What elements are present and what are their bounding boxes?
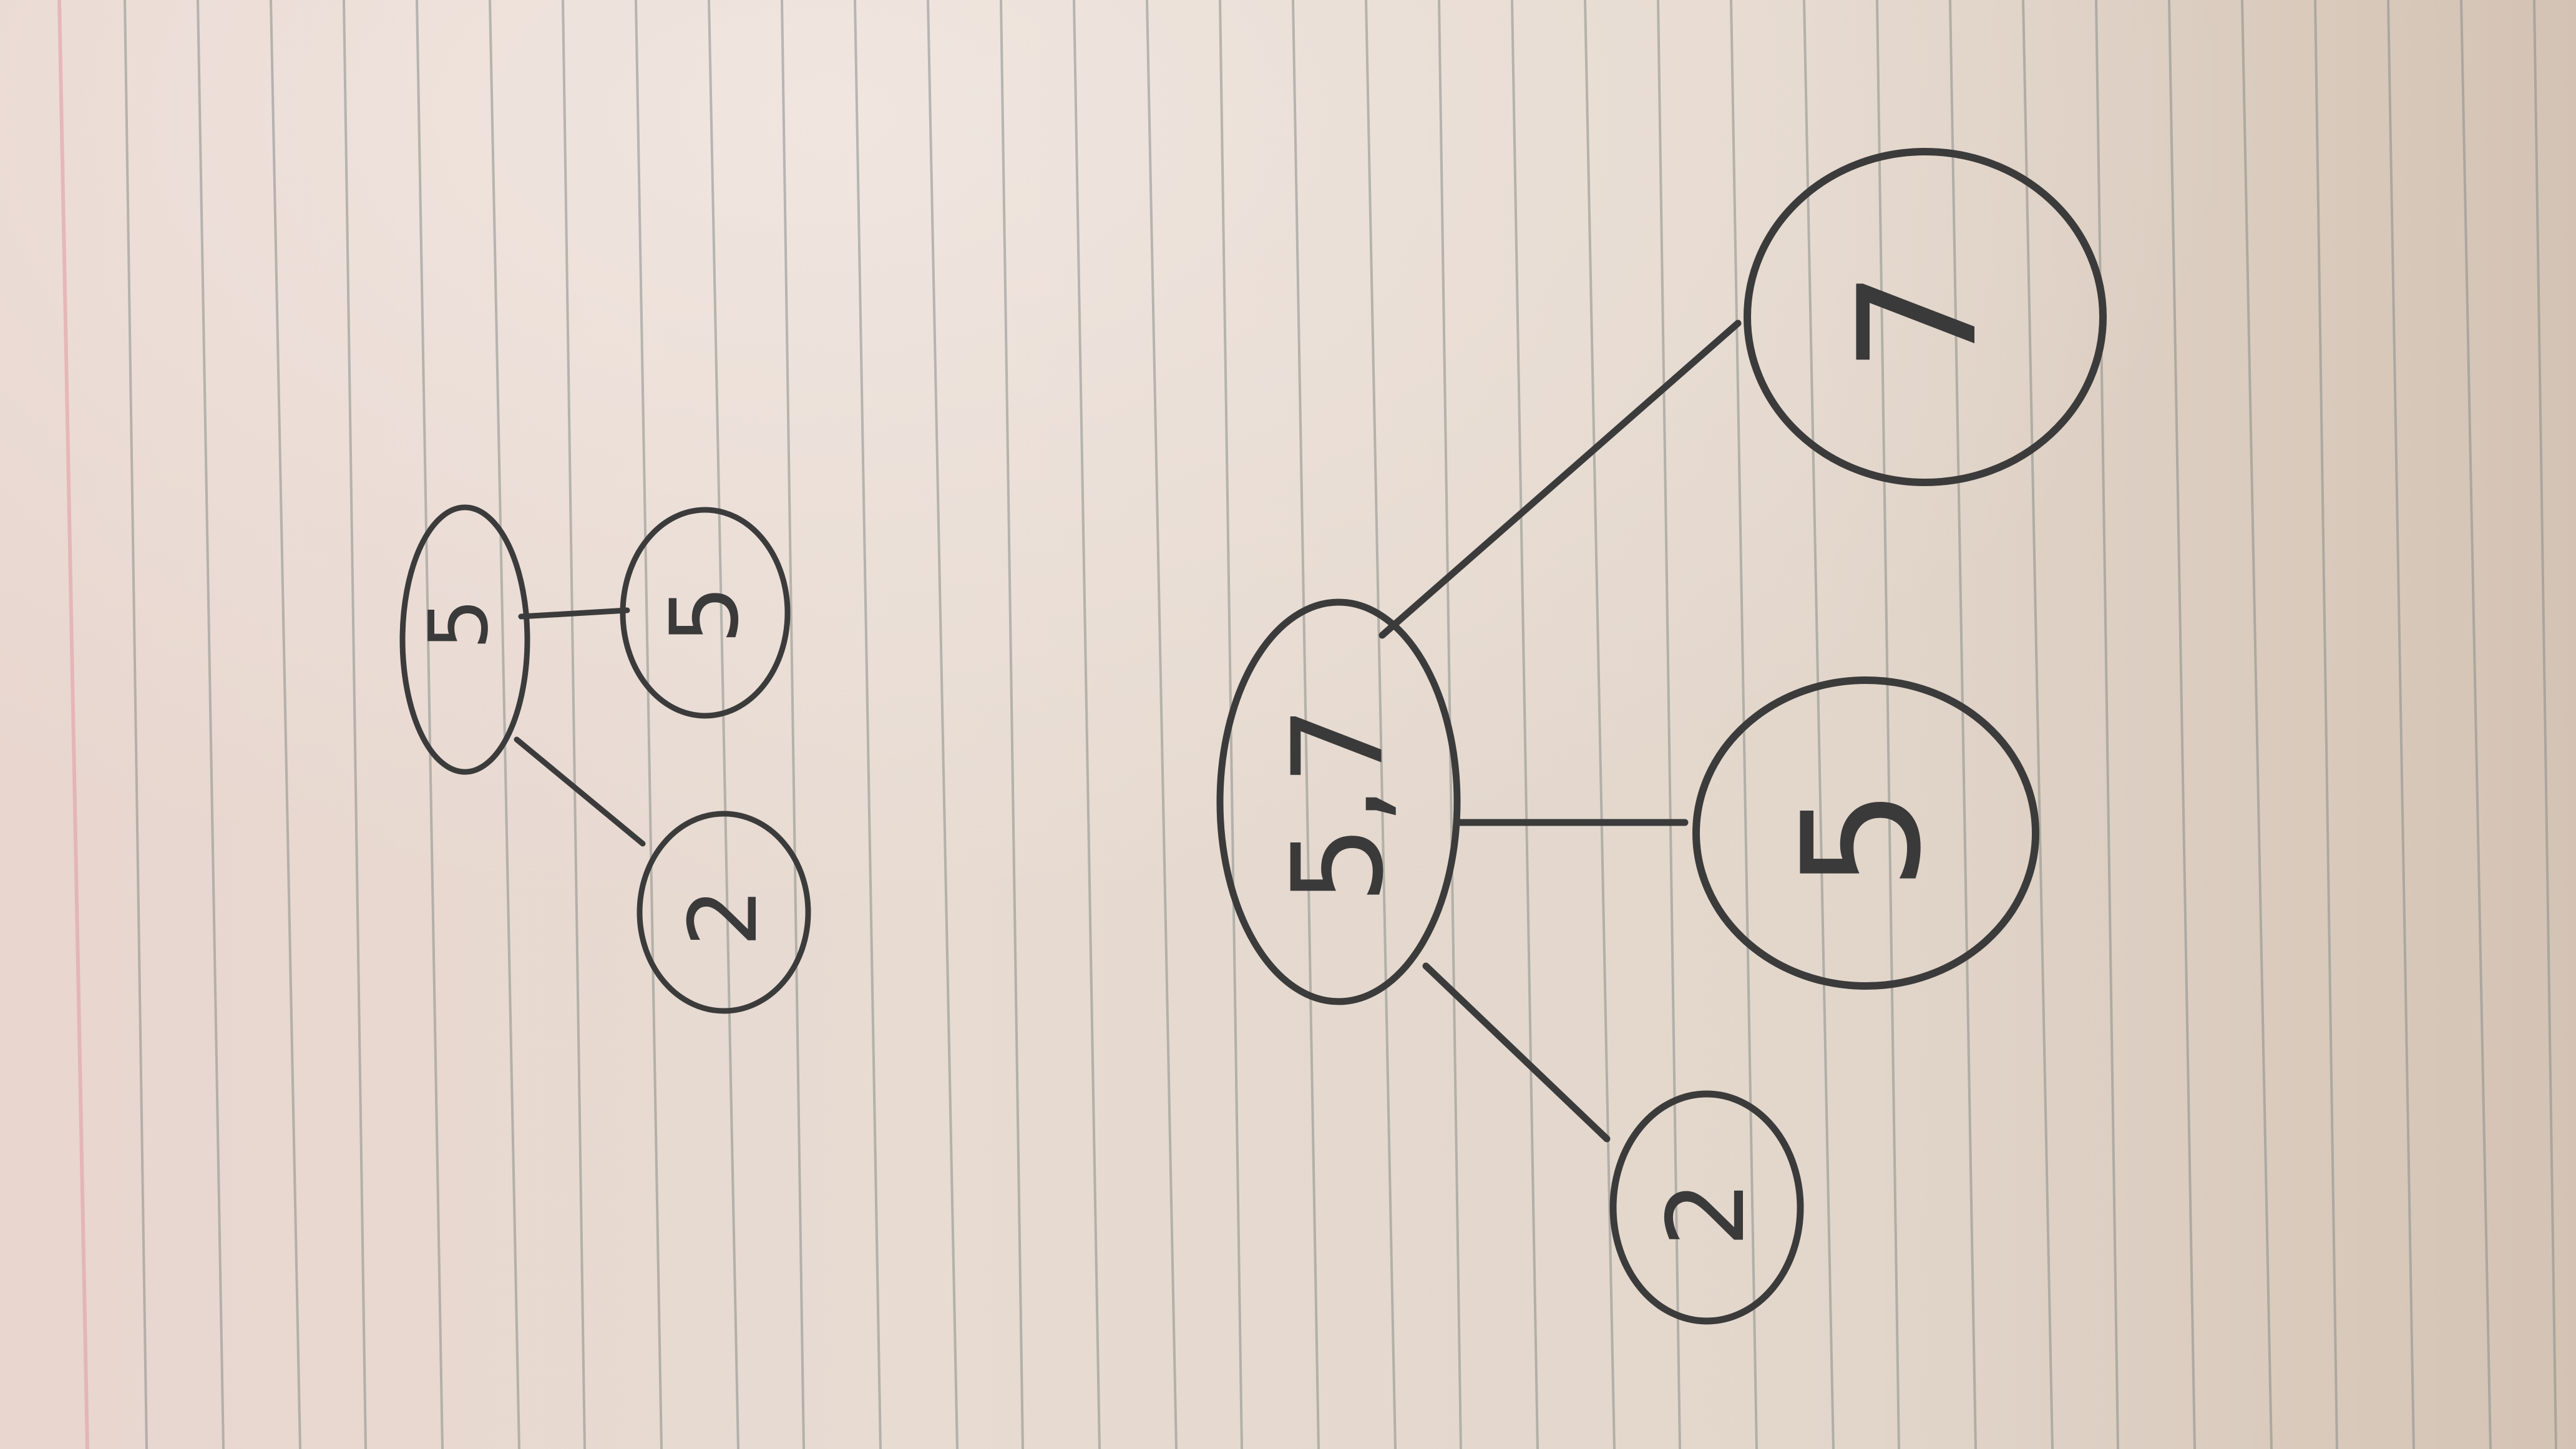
ruled-line	[781, 0, 805, 1449]
node-root	[1216, 598, 1461, 1005]
node-root-label: 5,7	[1266, 706, 1412, 904]
ruled-line	[489, 0, 520, 1449]
node-2-label: 2	[1645, 1180, 1769, 1247]
ruled-line	[854, 0, 882, 1449]
ruled-line	[1876, 0, 1900, 1449]
ruled-line	[2022, 0, 2054, 1449]
edge-root-to-7	[1378, 320, 1742, 639]
ruled-line	[635, 0, 663, 1449]
node-5	[1692, 676, 2039, 990]
edge-root-to-2	[514, 736, 646, 847]
ruled-line	[562, 0, 586, 1449]
node-7	[1744, 148, 2107, 486]
ruled-line	[2314, 0, 2338, 1449]
ruled-line	[270, 0, 301, 1449]
large-tree-diagram: 5,7 7 5 2	[1216, 148, 2107, 1325]
ruled-line	[1146, 0, 1178, 1449]
ruled-line	[2387, 0, 2415, 1449]
ruled-line	[1803, 0, 1835, 1449]
ruled-line	[2168, 0, 2196, 1449]
node-root	[399, 504, 530, 775]
node-2-label: 2	[670, 887, 778, 947]
ruled-line	[1000, 0, 1024, 1449]
ruled-line	[1073, 0, 1101, 1449]
ruled-line	[2241, 0, 2273, 1449]
ruled-line	[1292, 0, 1320, 1449]
small-tree-diagram: 5 5 2	[399, 504, 811, 1014]
ruled-line	[1365, 0, 1397, 1449]
ruled-line	[2460, 0, 2492, 1449]
node-5-label: 5	[651, 585, 759, 644]
ruled-line	[708, 0, 739, 1449]
node-5	[620, 507, 791, 719]
node-7-label: 7	[1825, 270, 2013, 373]
ruled-line	[1949, 0, 1977, 1449]
ruled-line	[416, 0, 444, 1449]
ruled-line	[343, 0, 367, 1449]
node-root-label: 5	[411, 598, 506, 650]
edge-root-to-5	[518, 607, 630, 620]
ruled-line	[124, 0, 148, 1449]
node-2	[637, 811, 811, 1014]
node-5-label: 5	[1769, 788, 1957, 890]
ruled-line	[1511, 0, 1539, 1449]
ruled-line	[2095, 0, 2119, 1449]
ruled-line	[1657, 0, 1681, 1449]
margin-line	[57, 0, 89, 1449]
edge-root-to-2	[1422, 962, 1611, 1143]
ruled-line	[927, 0, 959, 1449]
ruled-line	[1584, 0, 1616, 1449]
node-2	[1609, 1090, 1804, 1325]
ruled-line	[2533, 0, 2557, 1449]
ruled-line	[197, 0, 225, 1449]
